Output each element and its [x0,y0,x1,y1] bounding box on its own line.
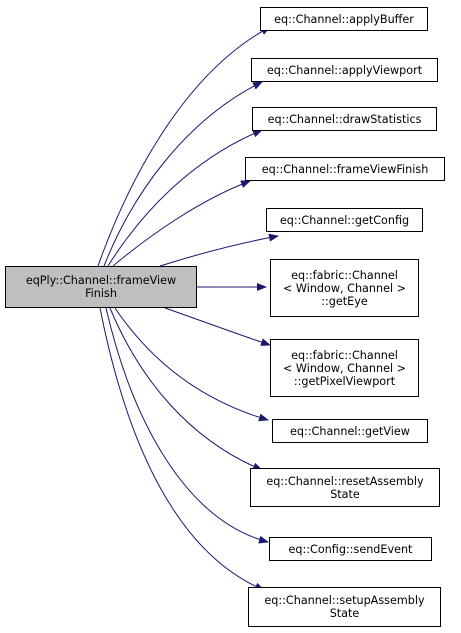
callee-node-frame-view-finish[interactable]: eq::Channel::frameViewFinish [245,157,445,181]
callee-node-apply-viewport[interactable]: eq::Channel::applyViewport [251,58,438,82]
root-function-node: eqPly::Channel::frameView Finish [5,266,197,308]
callee-node-get-pixel-viewport[interactable]: eq::fabric::Channel < Window, Channel > … [270,339,419,397]
callee-node-get-view[interactable]: eq::Channel::getView [272,419,428,443]
callee-label: eq::Channel::getConfig [279,213,410,227]
callee-label: eq::Channel::drawStatistics [267,112,422,126]
callee-label: eq::Channel::frameViewFinish [261,162,429,176]
callee-label-line-1: eq::Channel::setupAssembly [264,594,425,607]
call-edge-3 [112,180,251,267]
callee-node-reset-assembly-state[interactable]: eq::Channel::resetAssembly State [250,468,440,507]
call-edge-9 [105,307,269,544]
root-line-2: Finish [85,287,117,300]
callee-node-get-eye[interactable]: eq::fabric::Channel < Window, Channel > … [270,259,419,317]
callee-label-line-1: eq::fabric::Channel [291,348,398,362]
call-edge-8 [109,307,263,471]
callee-label-line-3: ::getPixelViewport [293,374,396,388]
callee-label: eq::Config::sendEvent [288,542,413,556]
call-edge-2 [107,129,263,267]
root-line-1: eqPly::Channel::frameView [25,274,177,287]
callee-label: eq::Channel::applyViewport [266,63,423,77]
call-edge-6 [164,307,271,346]
call-edge-1 [103,81,263,267]
callee-label: eq::Channel::applyBuffer [274,12,414,26]
callee-label-line-2: < Window, Channel > [282,281,406,295]
callee-node-send-event[interactable]: eq::Config::sendEvent [269,537,432,561]
callee-label-line-1: eq::fabric::Channel [291,268,398,282]
callee-node-setup-assembly-state[interactable]: eq::Channel::setupAssembly State [248,587,441,627]
callee-node-apply-buffer[interactable]: eq::Channel::applyBuffer [260,7,428,31]
call-edge-0 [97,26,271,267]
callee-label-line-1: eq::Channel::resetAssembly [266,474,424,488]
callee-node-get-config[interactable]: eq::Channel::getConfig [266,208,423,232]
callee-label-line-3: ::getEye [321,294,368,308]
callee-label-line-2: State [330,487,360,501]
callee-label: eq::Channel::getView [290,424,410,438]
call-edge-7 [114,307,269,422]
call-edge-10 [99,307,265,591]
callee-label-line-2: < Window, Channel > [282,361,406,375]
call-edge-4 [159,233,279,267]
callee-node-draw-statistics[interactable]: eq::Channel::drawStatistics [252,107,437,131]
callee-label-line-2: State [329,607,360,620]
